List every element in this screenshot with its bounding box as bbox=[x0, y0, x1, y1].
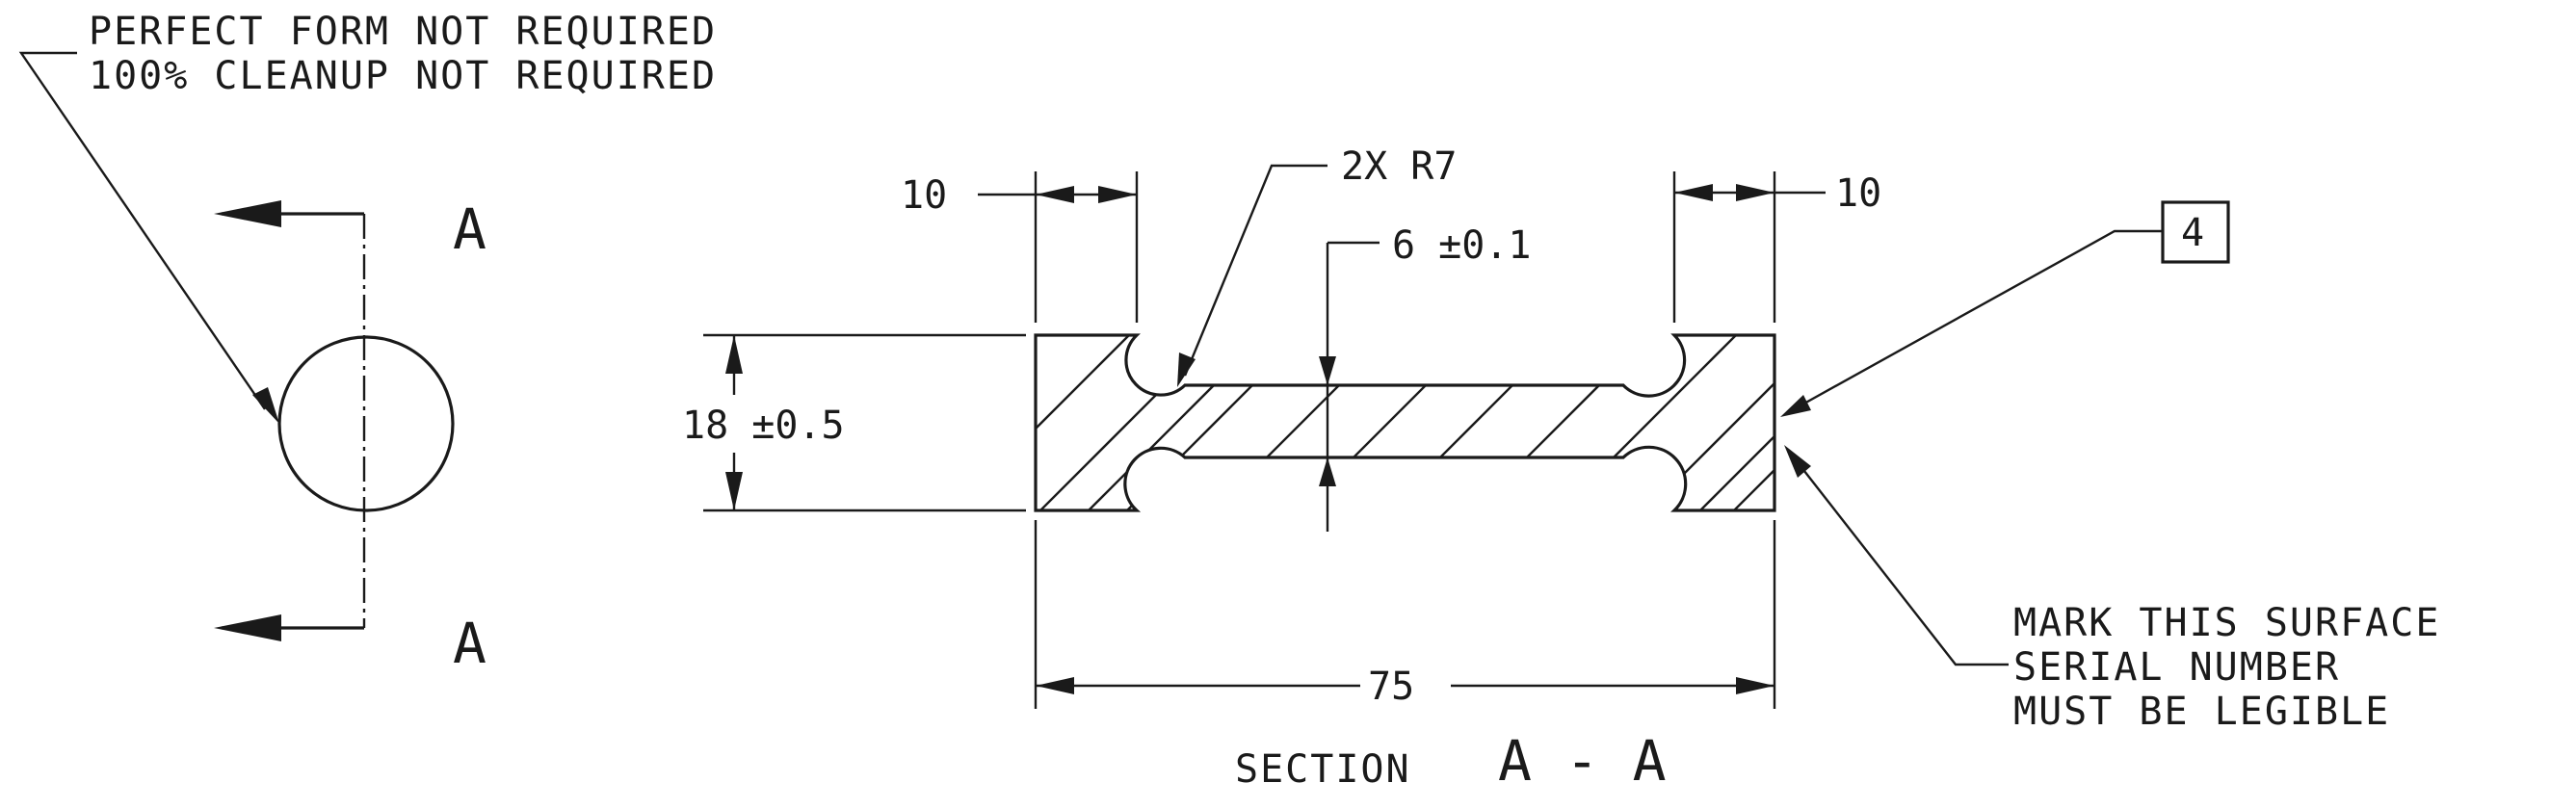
overall-length-dimension bbox=[1034, 520, 1776, 709]
section-arrow-up-icon bbox=[214, 200, 281, 227]
mark-note-line1: MARK THIS SURFACE bbox=[2013, 601, 2440, 645]
section-marker-top: A bbox=[453, 196, 486, 262]
neck-thickness-dimension bbox=[1319, 241, 1380, 532]
part-outline bbox=[1034, 333, 1776, 512]
left-width-dimension bbox=[978, 171, 1139, 323]
right-width-dimension bbox=[1672, 171, 1826, 323]
neck-thickness-value: 6 ±0.1 bbox=[1392, 223, 1532, 268]
flag-note-box bbox=[1780, 200, 2230, 417]
form-note-leader bbox=[18, 51, 279, 424]
height-dimension bbox=[703, 333, 1026, 512]
round-bar-end-view bbox=[277, 335, 455, 512]
right-width-value: 10 bbox=[1835, 171, 1881, 216]
section-title-prefix: SECTION bbox=[1235, 747, 1411, 792]
flag-note-number: 4 bbox=[2181, 211, 2204, 255]
form-note-line1: PERFECT FORM NOT REQUIRED bbox=[89, 10, 717, 54]
mark-note-line2: SERIAL NUMBER bbox=[2013, 645, 2340, 690]
section-title-label: A - A bbox=[1498, 728, 1667, 794]
section-arrow-down-icon bbox=[214, 614, 281, 641]
height-value: 18 ±0.5 bbox=[682, 404, 845, 448]
overall-length-value: 75 bbox=[1368, 665, 1414, 709]
section-hatching bbox=[1036, 335, 1774, 510]
form-note-line2: 100% CLEANUP NOT REQUIRED bbox=[89, 54, 717, 98]
fillet-radius-leader bbox=[1177, 164, 1327, 387]
fillet-radius-label: 2X R7 bbox=[1341, 144, 1457, 189]
mark-surface-leader bbox=[1784, 445, 2009, 666]
section-cutting-plane bbox=[214, 200, 366, 641]
section-part bbox=[1034, 333, 1776, 512]
left-width-value: 10 bbox=[901, 173, 947, 218]
section-marker-bottom: A bbox=[453, 611, 486, 676]
mark-note-line3: MUST BE LEGIBLE bbox=[2013, 690, 2390, 734]
